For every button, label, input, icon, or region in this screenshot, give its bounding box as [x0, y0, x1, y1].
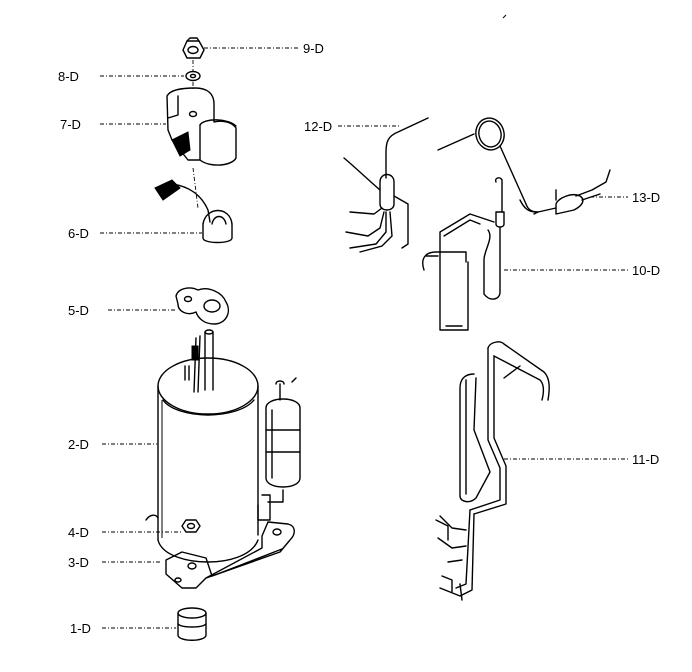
- label-4-d: 4-D: [68, 525, 89, 540]
- part-10-u-pipe: [422, 177, 505, 331]
- stray-mark: [502, 14, 507, 19]
- part-4-nut: [145, 514, 201, 533]
- label-12-d: 12-D: [304, 119, 332, 134]
- label-13-d: 13-D: [632, 190, 660, 205]
- part-1-rubber-foot: [177, 607, 207, 641]
- part-11-pipe-assembly: [435, 341, 550, 601]
- part-7-terminal-cover: [166, 87, 237, 166]
- label-9-d: 9-D: [303, 41, 324, 56]
- label-7-d: 7-D: [60, 117, 81, 132]
- label-8-d: 8-D: [58, 69, 79, 84]
- part-9-nut: [182, 37, 205, 59]
- part-6-connector: [154, 179, 233, 244]
- part-5-gasket: [175, 287, 230, 325]
- part-8-washer: [185, 70, 201, 82]
- label-5-d: 5-D: [68, 303, 89, 318]
- label-10-d: 10-D: [632, 263, 660, 278]
- label-2-d: 2-D: [68, 437, 89, 452]
- part-12-pipe-assembly: [343, 117, 429, 253]
- part-3-mounting-base: [165, 521, 295, 589]
- label-11-d: 11-D: [632, 452, 659, 467]
- label-1-d: 1-D: [70, 621, 91, 636]
- part-13-capillary-tube: [437, 117, 611, 215]
- label-6-d: 6-D: [68, 226, 89, 241]
- part-2-compressor: [157, 329, 301, 563]
- label-3-d: 3-D: [68, 555, 89, 570]
